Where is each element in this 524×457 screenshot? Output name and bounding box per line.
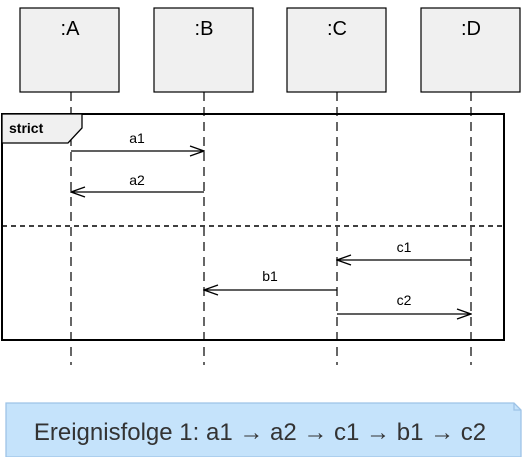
lifeline-a-head bbox=[19, 7, 120, 93]
lifeline-d: :D bbox=[420, 7, 521, 365]
lifeline-b-head bbox=[153, 7, 254, 93]
note-corner-fold bbox=[513, 403, 521, 411]
message-a2-label: a2 bbox=[129, 172, 145, 188]
event-sequence-note: Ereignisfolge 1: a1 → a2 → c1 → b1 → c2 bbox=[5, 402, 522, 457]
message-a1: a1 bbox=[71, 130, 204, 151]
lifeline-c: :C bbox=[286, 7, 387, 365]
message-a1-label: a1 bbox=[129, 130, 145, 146]
fragment-frame bbox=[1, 113, 505, 341]
message-c1: c1 bbox=[337, 239, 471, 260]
message-b1: b1 bbox=[204, 268, 337, 290]
lifeline-b: :B bbox=[153, 7, 254, 365]
message-b1-label: b1 bbox=[262, 268, 278, 284]
message-c2-label: c2 bbox=[397, 292, 412, 308]
lifeline-a-label: :A bbox=[61, 18, 81, 40]
strict-fragment: strict bbox=[1, 113, 505, 341]
lifeline-c-label: :C bbox=[327, 18, 347, 40]
lifeline-d-label: :D bbox=[461, 18, 481, 40]
note-text: Ereignisfolge 1: a1 → a2 → c1 → b1 → c2 bbox=[34, 419, 486, 446]
note-box bbox=[5, 402, 522, 457]
fragment-operator-label: strict bbox=[9, 120, 44, 136]
lifeline-b-label: :B bbox=[195, 18, 214, 40]
lifeline-a: :A bbox=[19, 7, 120, 365]
message-c1-label: c1 bbox=[397, 239, 412, 255]
lifeline-c-head bbox=[286, 7, 387, 93]
message-a2: a2 bbox=[71, 172, 204, 192]
message-c2: c2 bbox=[337, 292, 471, 314]
fragment-operator-tab bbox=[1, 113, 83, 144]
